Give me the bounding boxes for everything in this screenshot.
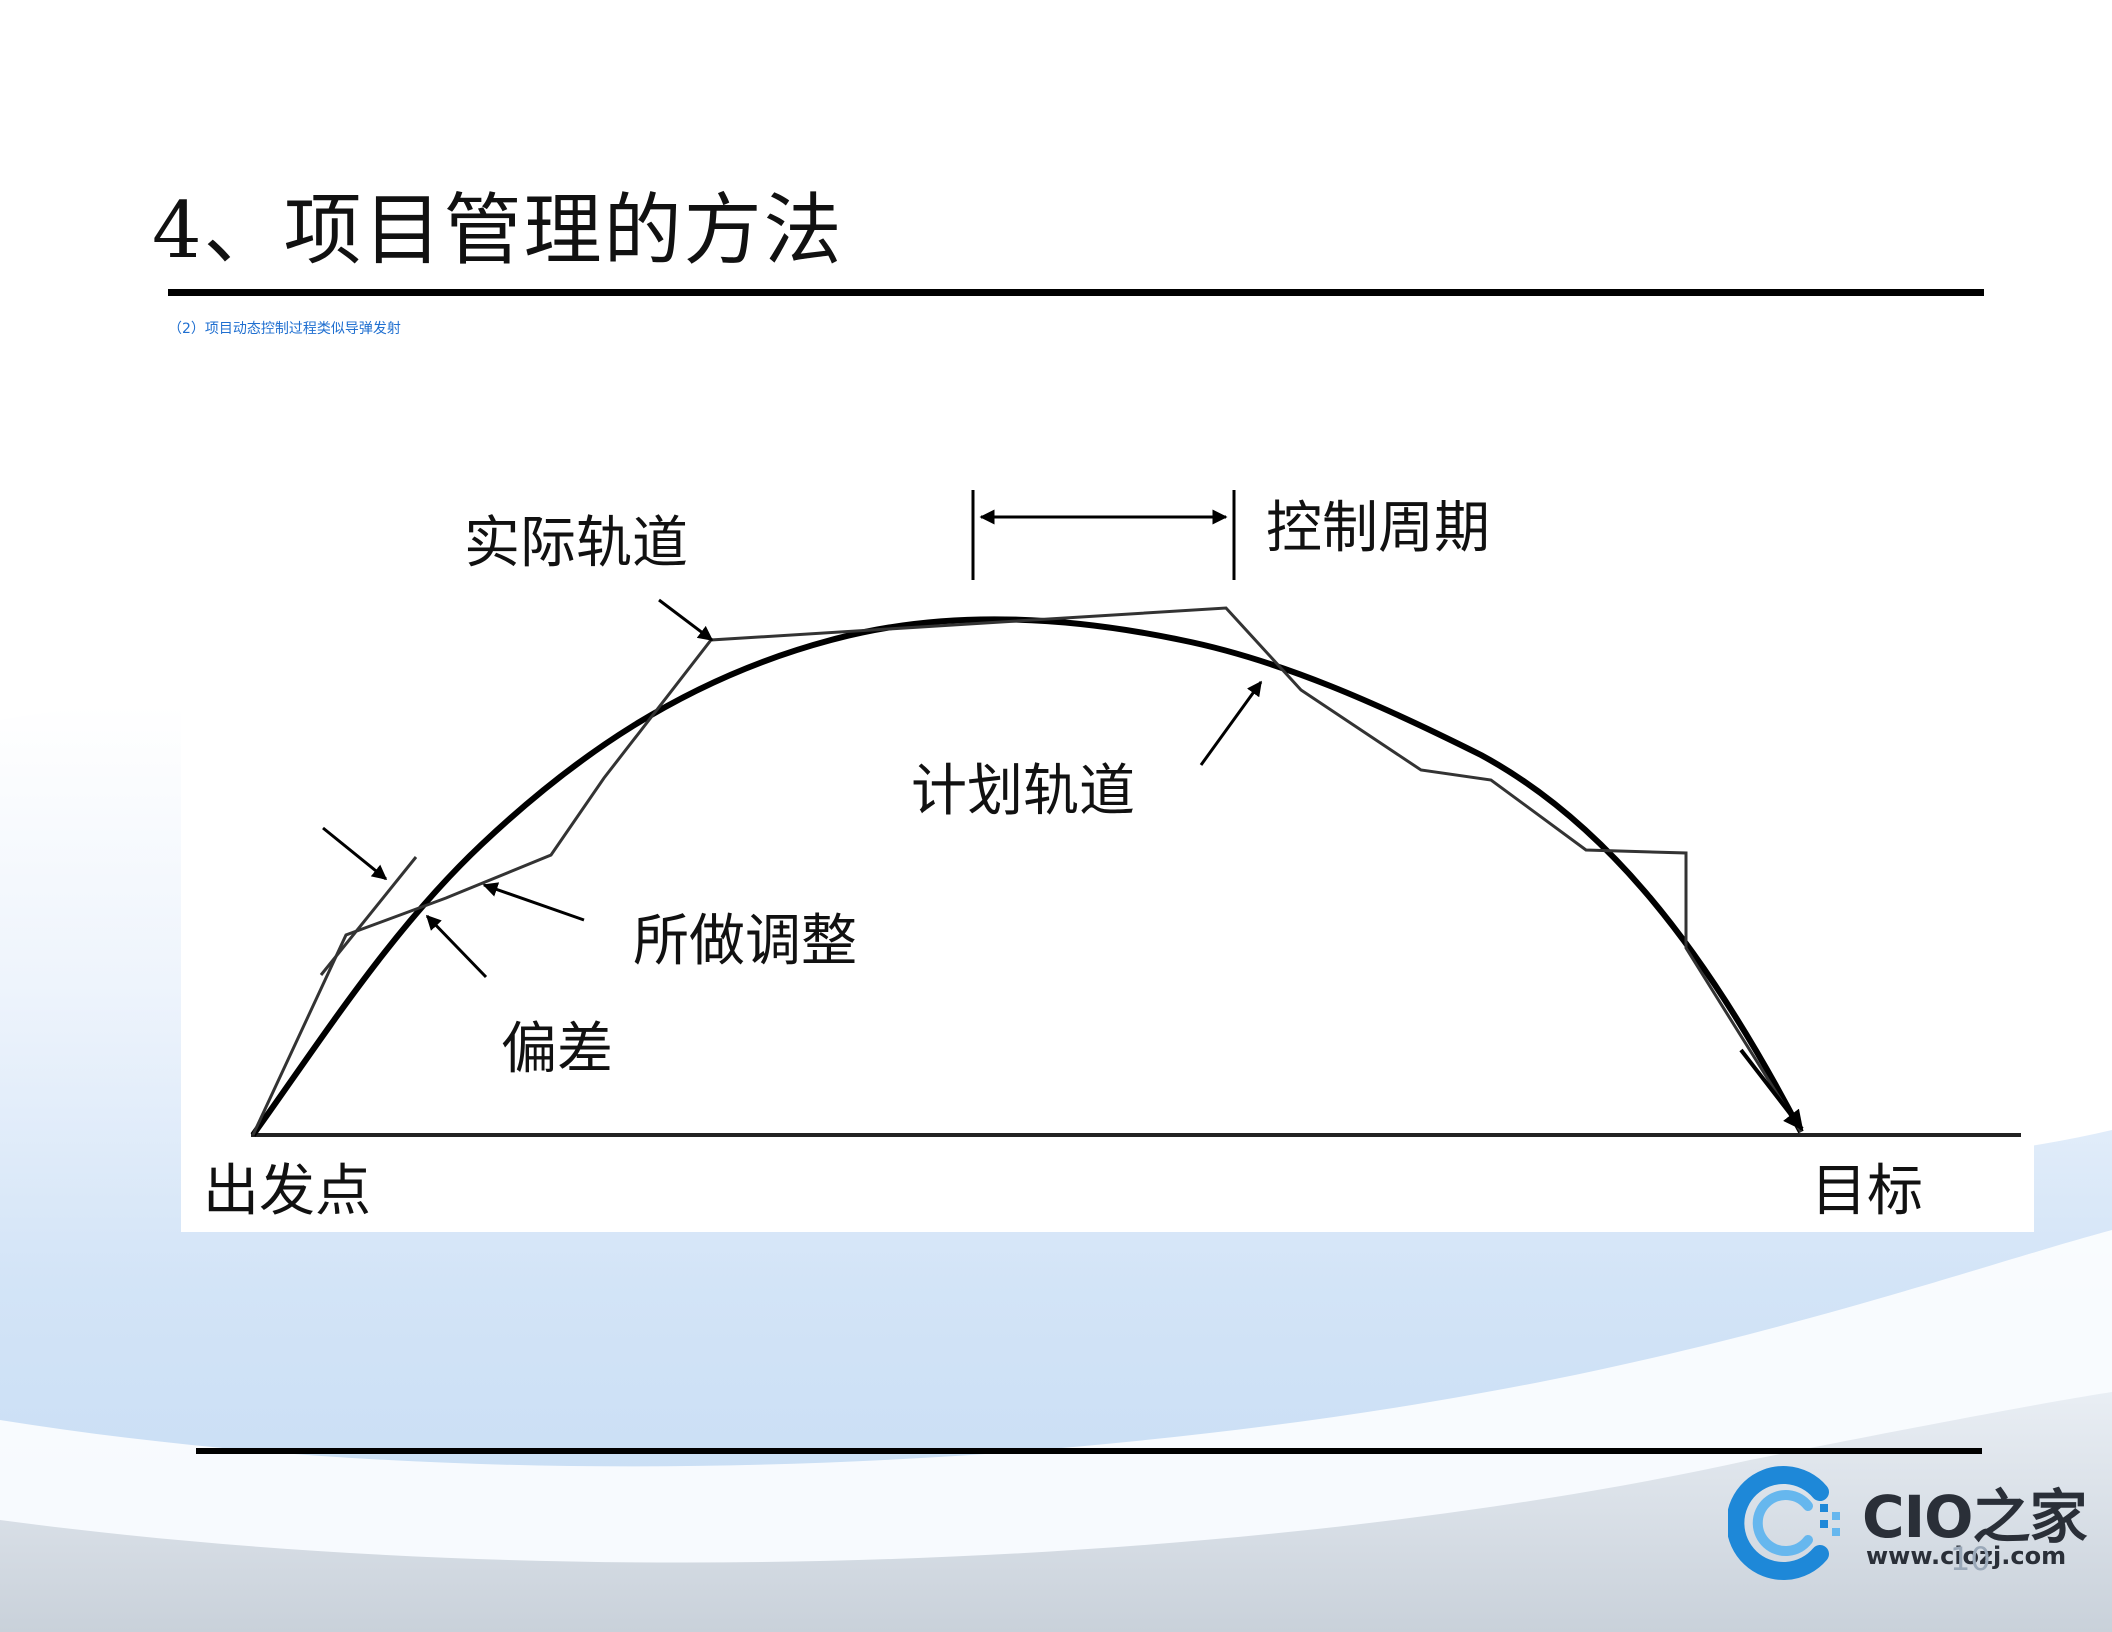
logo-url: www.ciozj.com	[1866, 1542, 2067, 1570]
label-control-cycle: 控制周期	[1266, 496, 1490, 561]
cio-logo-icon	[1728, 1466, 1840, 1580]
actual-trajectory	[251, 606, 1803, 1136]
page-number: 10	[1950, 1540, 1991, 1578]
footer-divider	[196, 1448, 1982, 1454]
cio-logo: CIO之家 www.ciozj.com	[1728, 1462, 2112, 1582]
label-target: 目标	[1811, 1159, 1923, 1224]
slide-subtitle: （2）项目动态控制过程类似导弹发射	[168, 321, 401, 337]
label-deviation: 偏差	[501, 1017, 613, 1082]
title-divider	[168, 289, 1984, 296]
missile-trajectory-diagram: 实际轨道 控制周期 计划轨道 所做调整 偏差 出发点 目标	[181, 460, 2034, 1232]
label-adjustment: 所做调整	[633, 909, 857, 974]
label-start-point: 出发点	[203, 1159, 371, 1224]
planned-trajectory	[250, 616, 1804, 1137]
label-actual-track: 实际轨道	[464, 511, 688, 576]
slide-title: 4、项目管理的方法	[152, 186, 844, 276]
label-planned-track: 计划轨道	[911, 759, 1135, 824]
logo-name: CIO之家	[1862, 1483, 2087, 1551]
